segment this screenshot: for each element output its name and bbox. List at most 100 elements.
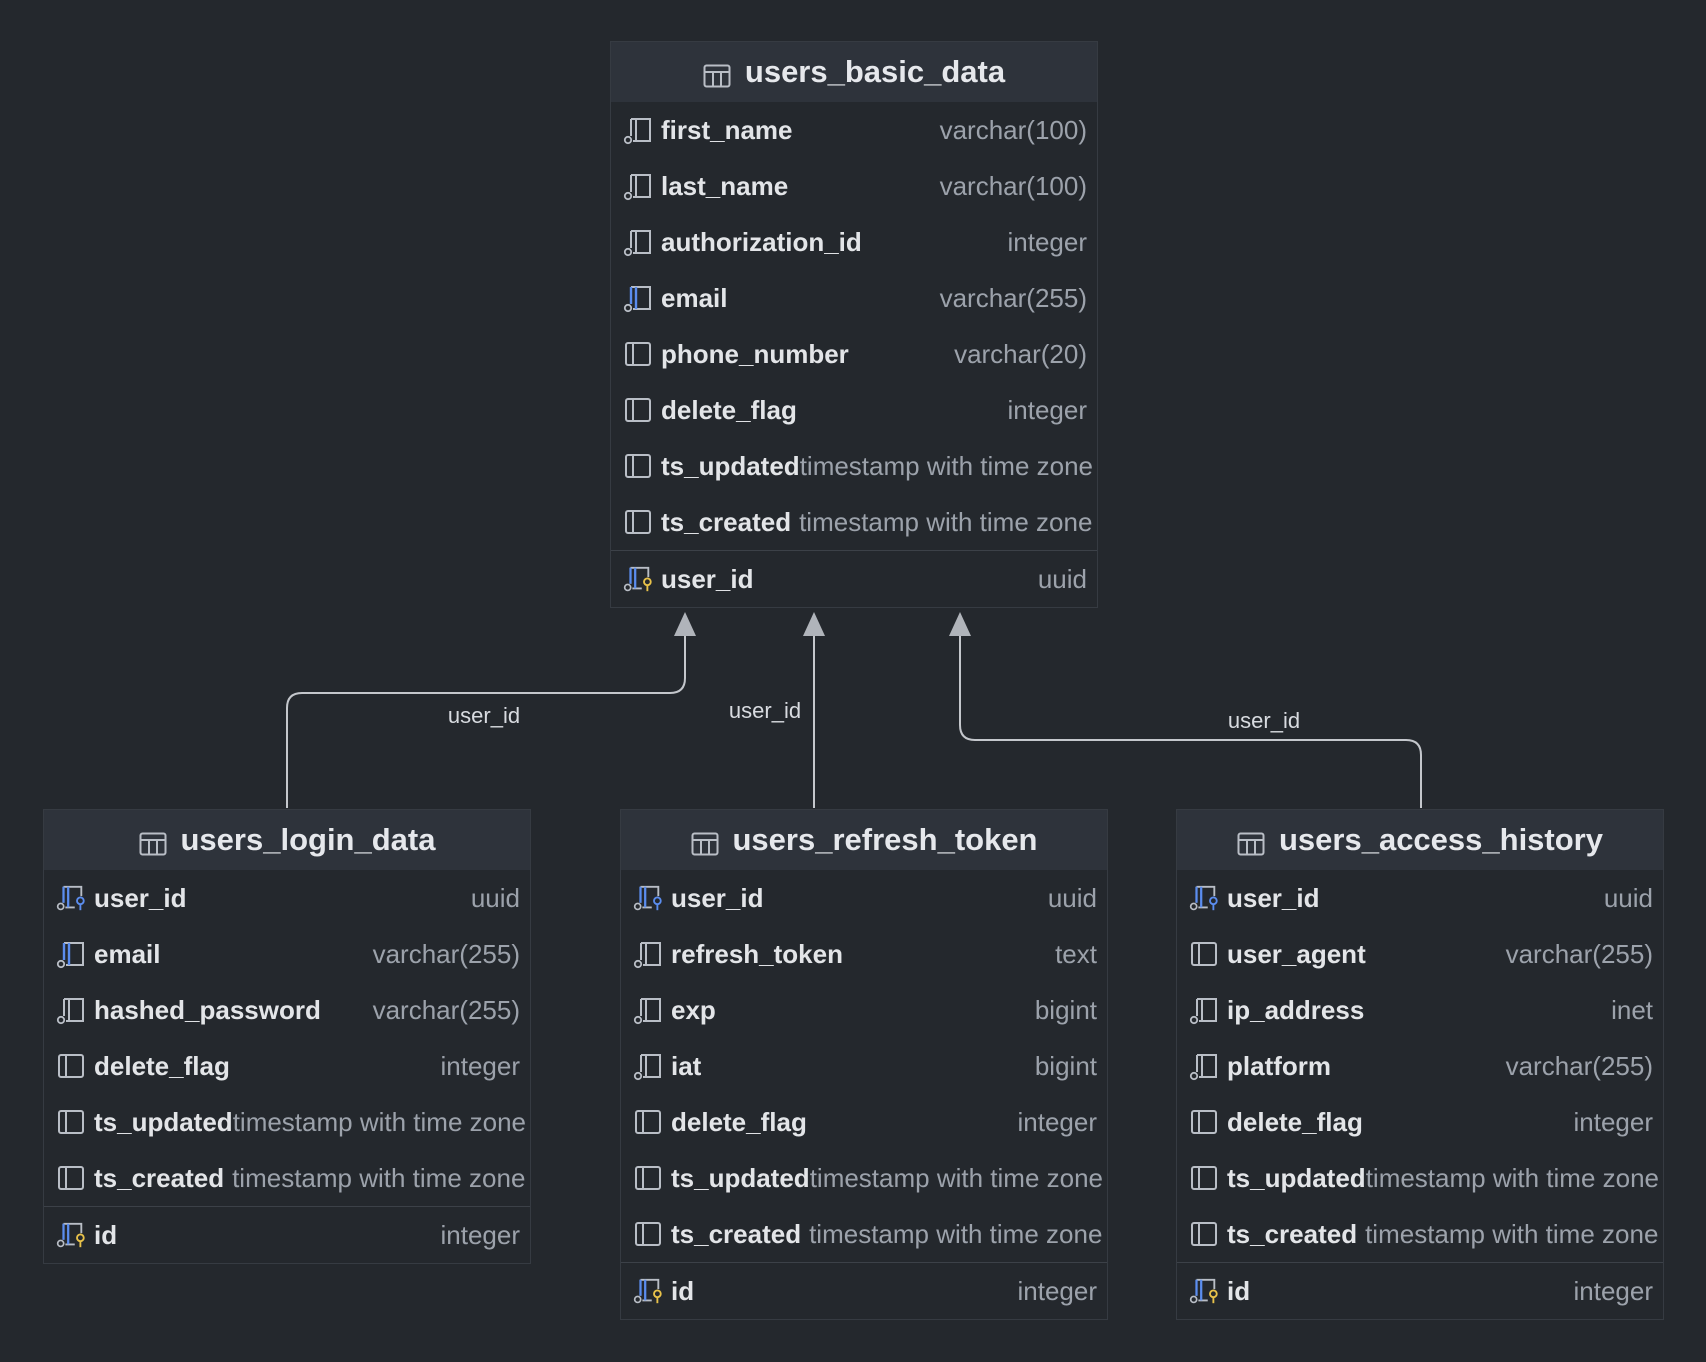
column-name: ts_created (94, 1162, 225, 1193)
column-index-icon (633, 995, 663, 1025)
table-icon (691, 828, 719, 856)
column-type: varchar(255) (939, 282, 1087, 313)
table-title: users_basic_data (744, 54, 1006, 89)
table-header[interactable]: users_access_history (1177, 810, 1663, 870)
column-icon (1189, 1163, 1219, 1193)
column-icon (633, 1219, 663, 1249)
column-type: integer (1573, 1106, 1654, 1137)
column-name: iat (671, 1050, 702, 1081)
key-separator (1177, 1262, 1663, 1263)
column-name: email (94, 938, 161, 969)
column-name: id (94, 1219, 118, 1250)
table-header[interactable]: users_basic_data (611, 42, 1097, 102)
column-row[interactable]: iat bigint (621, 1038, 1107, 1094)
column-type: uuid (1037, 563, 1087, 594)
column-name: authorization_id (661, 226, 862, 257)
column-icon (56, 1107, 86, 1137)
column-icon (623, 339, 653, 369)
column-name: ip_address (1227, 994, 1365, 1025)
arrowhead (674, 612, 696, 636)
column-index-icon (623, 171, 653, 201)
column-type: bigint (1034, 994, 1097, 1025)
table-icon (703, 60, 731, 88)
relation-access-to-basic[interactable] (949, 612, 1422, 808)
arrowhead (803, 612, 825, 636)
primary-key-icon (633, 1276, 663, 1306)
column-type: timestamp with time zone (232, 1106, 527, 1137)
column-name: delete_flag (94, 1050, 230, 1081)
column-name: delete_flag (1227, 1106, 1363, 1137)
column-name: delete_flag (661, 394, 797, 425)
column-row[interactable]: delete_flag integer (1177, 1094, 1663, 1150)
column-name: ts_created (1227, 1218, 1358, 1249)
primary-key-icon (1189, 1276, 1219, 1306)
column-row[interactable]: email varchar(255) (611, 270, 1097, 326)
column-name: ts_created (661, 506, 792, 537)
column-icon (1189, 1219, 1219, 1249)
column-type: timestamp with time zone (232, 1162, 526, 1193)
column-name: email (661, 282, 728, 313)
relation-login-to-basic[interactable] (286, 612, 696, 808)
relation-label-refresh: user_id (728, 698, 802, 723)
column-type: varchar(255) (1505, 1050, 1653, 1081)
column-name: last_name (661, 170, 789, 201)
column-type: varchar(255) (1505, 938, 1653, 969)
column-type: varchar(255) (372, 938, 520, 969)
column-row[interactable]: id integer (44, 1207, 530, 1263)
column-type: timestamp with time zone (809, 1162, 1104, 1193)
table-title: users_login_data (180, 822, 436, 857)
table-header[interactable]: users_refresh_token (621, 810, 1107, 870)
column-index-icon (1189, 1051, 1219, 1081)
column-type: varchar(255) (372, 994, 520, 1025)
column-type: timestamp with time zone (1365, 1218, 1659, 1249)
relation-refresh-to-basic[interactable] (803, 612, 825, 808)
column-type: integer (1573, 1275, 1654, 1306)
column-type: integer (440, 1219, 521, 1250)
foreign-key-icon (1189, 883, 1219, 913)
table-title: users_access_history (1278, 822, 1603, 857)
table-header[interactable]: users_login_data (44, 810, 530, 870)
column-type: timestamp with time zone (799, 450, 1094, 481)
column-name: hashed_password (94, 994, 321, 1025)
column-type: uuid (1047, 882, 1097, 913)
column-type: bigint (1034, 1050, 1097, 1081)
column-name: id (671, 1275, 695, 1306)
column-index-icon (623, 227, 653, 257)
column-row[interactable]: hashed_password varchar(255) (44, 982, 530, 1038)
column-index-icon (623, 115, 653, 145)
column-type: timestamp with time zone (1365, 1162, 1660, 1193)
column-row[interactable]: email varchar(255) (44, 926, 530, 982)
